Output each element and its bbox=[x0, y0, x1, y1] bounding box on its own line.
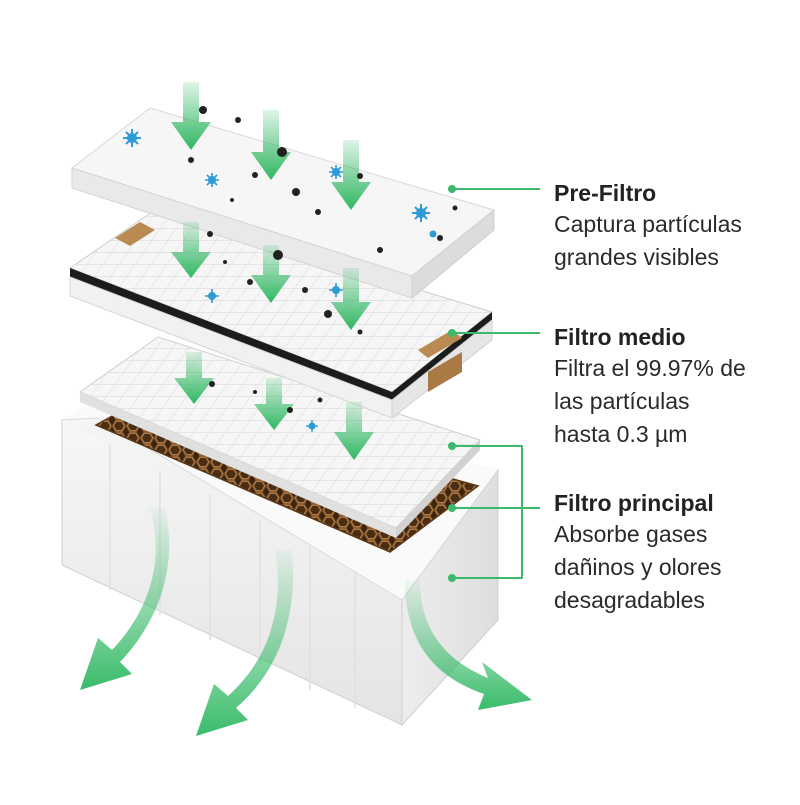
medium-filter-desc-line: Filtra el 99.97% de bbox=[554, 355, 746, 381]
germ-icon bbox=[205, 173, 219, 187]
germ-icon bbox=[329, 283, 343, 297]
dust-particles bbox=[188, 106, 458, 413]
germ-icon bbox=[429, 230, 437, 238]
main-filter-title: Filtro principal bbox=[554, 490, 714, 516]
germ-icon bbox=[123, 129, 141, 147]
main-filter-desc-line: desagradables bbox=[554, 587, 705, 613]
main-filter-desc-line: Absorbe gases bbox=[554, 521, 708, 547]
germ-icon bbox=[412, 204, 430, 222]
main-filter-label: Filtro principal Absorbe gases dañinos y… bbox=[554, 488, 722, 617]
curved-arrow-icon bbox=[80, 508, 170, 690]
arrow-down-icon bbox=[254, 378, 294, 430]
pre-filter-label: Pre-Filtro Captura partículas grandes vi… bbox=[554, 178, 742, 274]
leader-lines bbox=[448, 185, 540, 582]
arrow-down-icon bbox=[251, 245, 291, 303]
germ-icon bbox=[329, 165, 343, 179]
arrow-down-icon bbox=[174, 352, 214, 404]
pre-filter-desc-line: Captura partículas bbox=[554, 211, 742, 237]
arrow-down-icon bbox=[171, 82, 211, 150]
leader-medium-filter bbox=[448, 329, 540, 337]
arrow-down-icon bbox=[331, 268, 371, 330]
medium-filter-title: Filtro medio bbox=[554, 324, 686, 350]
pre-filter-desc-line: grandes visibles bbox=[554, 244, 719, 270]
curved-arrow-icon bbox=[196, 550, 294, 736]
pre-filter-panel bbox=[70, 107, 496, 300]
air-out-arrows bbox=[80, 508, 532, 736]
germ-particles bbox=[123, 129, 437, 432]
medium-filter-desc-line: las partículas bbox=[554, 388, 690, 414]
pre-filter-title: Pre-Filtro bbox=[554, 180, 657, 206]
germ-icon bbox=[205, 289, 219, 303]
main-filter-desc-line: dañinos y olores bbox=[554, 554, 722, 580]
germ-icon bbox=[306, 420, 318, 432]
leader-main-filter bbox=[448, 442, 540, 582]
arrow-down-icon bbox=[251, 110, 291, 180]
medium-filter-desc-line: hasta 0.3 µm bbox=[554, 421, 688, 447]
arrow-down-icon bbox=[331, 140, 371, 210]
air-in-arrows bbox=[171, 82, 374, 460]
arrow-down-icon bbox=[171, 222, 211, 278]
curved-arrow-icon bbox=[405, 580, 532, 710]
medium-filter-label: Filtro medio Filtra el 99.97% de las par… bbox=[554, 322, 746, 451]
leader-pre-filter bbox=[448, 185, 540, 193]
arrow-down-icon bbox=[334, 402, 374, 460]
